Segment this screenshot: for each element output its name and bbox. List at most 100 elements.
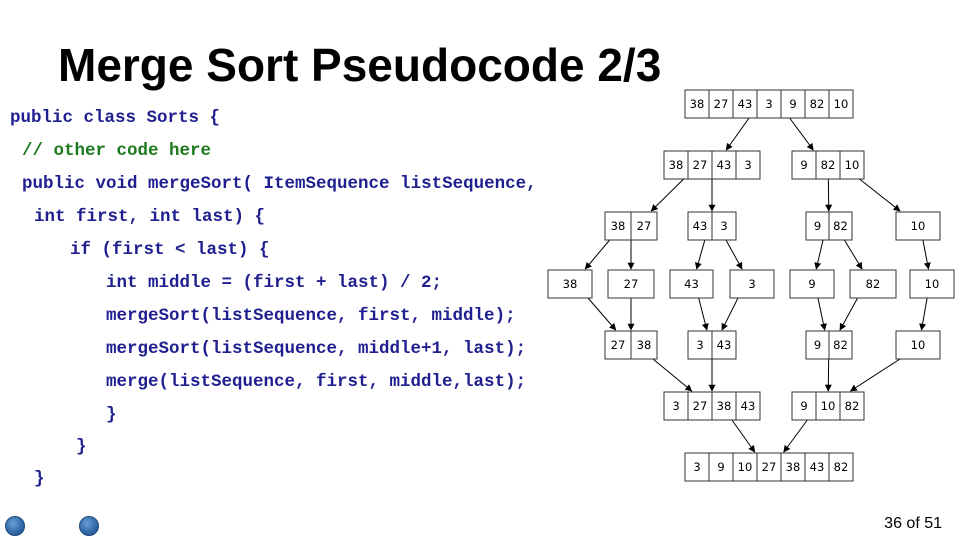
array-cell bbox=[735, 150, 761, 180]
array-cell-value: 9 bbox=[800, 158, 807, 172]
array-cell-value: 3 bbox=[748, 277, 755, 291]
array-cell bbox=[607, 269, 655, 299]
array-box-m1a: 27 38 bbox=[604, 330, 658, 360]
array-cell-value: 82 bbox=[834, 460, 849, 474]
array-cell-value: 43 bbox=[738, 97, 753, 111]
array-cell-value: 27 bbox=[714, 97, 729, 111]
array-cell-value: 82 bbox=[866, 277, 881, 291]
code-line-11: } bbox=[76, 437, 87, 457]
array-cell-value: 3 bbox=[693, 460, 700, 474]
array-box-l2d: 10 bbox=[895, 211, 941, 241]
array-cell-value: 10 bbox=[911, 219, 926, 233]
diagram-arrow bbox=[849, 358, 901, 392]
array-cell-value: 38 bbox=[637, 338, 652, 352]
array-cell-value: 3 bbox=[696, 338, 703, 352]
array-box-l3d: 3 bbox=[729, 269, 775, 299]
diagram-arrow bbox=[652, 358, 693, 392]
array-cell-value: 43 bbox=[810, 460, 825, 474]
page-number: 36 of 51 bbox=[884, 515, 942, 532]
code-line-8: mergeSort(listSequence, middle+1, last); bbox=[106, 339, 527, 359]
array-cell bbox=[687, 150, 713, 180]
next-slide-button[interactable] bbox=[79, 516, 99, 536]
array-cell bbox=[849, 269, 897, 299]
array-cell-value: 43 bbox=[684, 277, 699, 291]
array-cell bbox=[789, 269, 835, 299]
array-cell bbox=[828, 89, 854, 119]
array-cell bbox=[547, 269, 593, 299]
array-cell-value: 43 bbox=[693, 219, 708, 233]
diagram-arrow bbox=[731, 419, 756, 453]
array-cell-value: 3 bbox=[765, 97, 772, 111]
slide-title: Merge Sort Pseudocode 2/3 bbox=[58, 39, 662, 91]
array-cell-value: 82 bbox=[845, 399, 860, 413]
array-cell-value: 3 bbox=[672, 399, 679, 413]
array-cell-value: 3 bbox=[720, 219, 727, 233]
array-cell bbox=[687, 330, 713, 360]
diagram-arrow bbox=[650, 178, 685, 212]
array-cell bbox=[729, 269, 775, 299]
array-cell bbox=[711, 211, 737, 241]
array-cell bbox=[828, 452, 854, 482]
diagram-arrow bbox=[859, 178, 901, 212]
array-box-l3a: 38 bbox=[547, 269, 593, 299]
array-box-l2c: 9 82 bbox=[805, 211, 853, 241]
previous-slide-button[interactable] bbox=[5, 516, 25, 536]
diagram-arrow bbox=[817, 297, 827, 331]
array-cell bbox=[732, 89, 758, 119]
code-line-9: merge(listSequence, first, middle,last); bbox=[106, 372, 527, 392]
array-cell bbox=[687, 391, 713, 421]
array-cell-value: 82 bbox=[833, 338, 848, 352]
array-cell-value: 9 bbox=[717, 460, 724, 474]
array-cell-value: 10 bbox=[925, 277, 940, 291]
array-cell-value: 27 bbox=[624, 277, 639, 291]
array-cell-value: 38 bbox=[690, 97, 705, 111]
array-box-l3f: 82 bbox=[849, 269, 897, 299]
array-cell bbox=[780, 452, 806, 482]
array-cell bbox=[815, 391, 841, 421]
array-cell bbox=[630, 211, 658, 241]
array-cell-value: 38 bbox=[717, 399, 732, 413]
array-cell-value: 10 bbox=[834, 97, 849, 111]
array-cell-value: 10 bbox=[845, 158, 860, 172]
array-cell bbox=[669, 269, 714, 299]
code-line-12: } bbox=[34, 469, 45, 489]
array-cell-value: 38 bbox=[611, 219, 626, 233]
code-line-6: int middle = (first + last) / 2; bbox=[106, 273, 443, 293]
array-cell bbox=[756, 452, 782, 482]
array-cell bbox=[839, 391, 865, 421]
code-line-7: mergeSort(listSequence, first, middle); bbox=[106, 306, 516, 326]
array-cell bbox=[756, 89, 782, 119]
array-box-l3b: 27 bbox=[607, 269, 655, 299]
array-cell-value: 43 bbox=[717, 158, 732, 172]
array-cell-value: 9 bbox=[808, 277, 815, 291]
diagram-arrow bbox=[584, 239, 611, 270]
array-cell bbox=[732, 452, 758, 482]
array-box-l3e: 9 bbox=[789, 269, 835, 299]
diagram-arrow bbox=[725, 117, 750, 151]
array-cell-value: 9 bbox=[800, 399, 807, 413]
array-box-l2b: 43 3 bbox=[687, 211, 737, 241]
diagram-arrow bbox=[922, 239, 931, 270]
array-cell bbox=[687, 211, 713, 241]
array-cell-value: 10 bbox=[738, 460, 753, 474]
code-line-4: int first, int last) { bbox=[34, 207, 266, 227]
array-cell bbox=[735, 391, 761, 421]
array-cell-value: 43 bbox=[741, 399, 756, 413]
diagram-arrow bbox=[721, 297, 739, 331]
code-line-3: public void mergeSort( ItemSequence list… bbox=[22, 174, 537, 194]
array-cell-value: 82 bbox=[810, 97, 825, 111]
array-cell bbox=[630, 330, 658, 360]
array-cell-value: 82 bbox=[833, 219, 848, 233]
array-cell-value: 27 bbox=[611, 338, 626, 352]
diagram-arrow bbox=[725, 239, 743, 270]
diagram-arrow bbox=[843, 239, 863, 270]
diagram-arrow bbox=[783, 419, 808, 453]
array-cell-value: 9 bbox=[814, 219, 821, 233]
array-box-m1d: 10 bbox=[895, 330, 941, 360]
array-box-l3g: 10 bbox=[909, 269, 955, 299]
